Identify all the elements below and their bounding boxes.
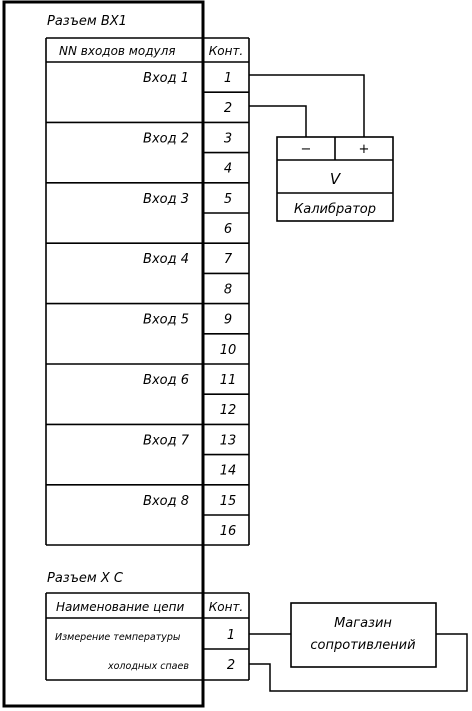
bx1-contact-number: 8: [224, 282, 232, 297]
bx1-contact-number: 2: [224, 101, 232, 116]
bx1-row-lines: [46, 38, 249, 545]
bx1-contact-number: 10: [220, 343, 237, 358]
bx1-input-label: Вход 5: [143, 313, 189, 328]
bx1-input-label: Вход 4: [143, 252, 189, 267]
bx1-contact-number: 5: [224, 192, 232, 207]
xc-contact-1: 1: [227, 628, 235, 643]
wire-contact1-to-plus: [249, 74, 365, 137]
xc-table: [45, 592, 250, 681]
wire-contact2-to-minus: [249, 105, 307, 137]
bx1-input-label: Вход 6: [143, 373, 189, 388]
bx1-table: [45, 37, 250, 546]
xc-header-circuit: Наименование цепи: [56, 600, 184, 614]
bx1-contact-number: 14: [220, 464, 237, 479]
wire-xc2-to-box: [249, 633, 468, 692]
calibrator: − + V Калибратор: [276, 136, 394, 222]
calibrator-plus-terminal: +: [359, 142, 370, 157]
resistance-box-line2: сопротивлений: [310, 638, 415, 653]
bx1-contact-number: 12: [220, 403, 237, 418]
resistance-wires: [249, 633, 468, 692]
bx1-input-label: Вход 7: [143, 433, 190, 448]
bx1-contact-number: 11: [220, 373, 237, 388]
bx1-header-contacts: Конт.: [209, 44, 244, 58]
bx1-header-inputs: NN входов модуля: [59, 44, 176, 58]
bx1-title: Разъем ВХ1: [47, 14, 127, 29]
xc-contact-2: 2: [227, 658, 235, 673]
bx1-contact-number: 1: [224, 71, 232, 86]
xc-circuit-line1: Измерение температуры: [55, 632, 181, 643]
calibrator-unit: V: [330, 170, 342, 188]
bx1-input-label: Вход 2: [143, 131, 189, 146]
calibrator-minus-terminal: −: [301, 142, 312, 157]
calibrator-wires: [249, 74, 365, 137]
bx1-input-label: Вход 3: [143, 192, 189, 207]
xc-circuit-line2: холодных спаев: [107, 661, 189, 672]
bx1-contact-number: 7: [224, 252, 233, 267]
bx1-contact-number: 6: [224, 222, 232, 237]
bx1-contact-number: 9: [224, 313, 232, 328]
bx1-contact-number: 15: [220, 494, 237, 509]
bx1-contact-number: 13: [220, 433, 237, 448]
bx1-contact-number: 3: [224, 131, 232, 146]
bx1-input-labels: Вход 1 Вход 2 Вход 3 Вход 4 Вход 5 Вход 6 Вход…: [143, 71, 190, 509]
bx1-contact-number: 16: [220, 524, 237, 539]
xc-header-contacts: Конт.: [209, 600, 244, 614]
bx1-input-label: Вход 1: [143, 71, 189, 86]
bx1-input-label: Вход 8: [143, 494, 189, 509]
xc-title: Разъем Х С: [47, 571, 124, 586]
bx1-contact-number: 4: [224, 162, 232, 177]
resistance-box-line1: Магазин: [334, 616, 392, 631]
resistance-box: Магазин сопротивлений: [290, 602, 437, 668]
calibrator-label: Калибратор: [294, 202, 376, 217]
